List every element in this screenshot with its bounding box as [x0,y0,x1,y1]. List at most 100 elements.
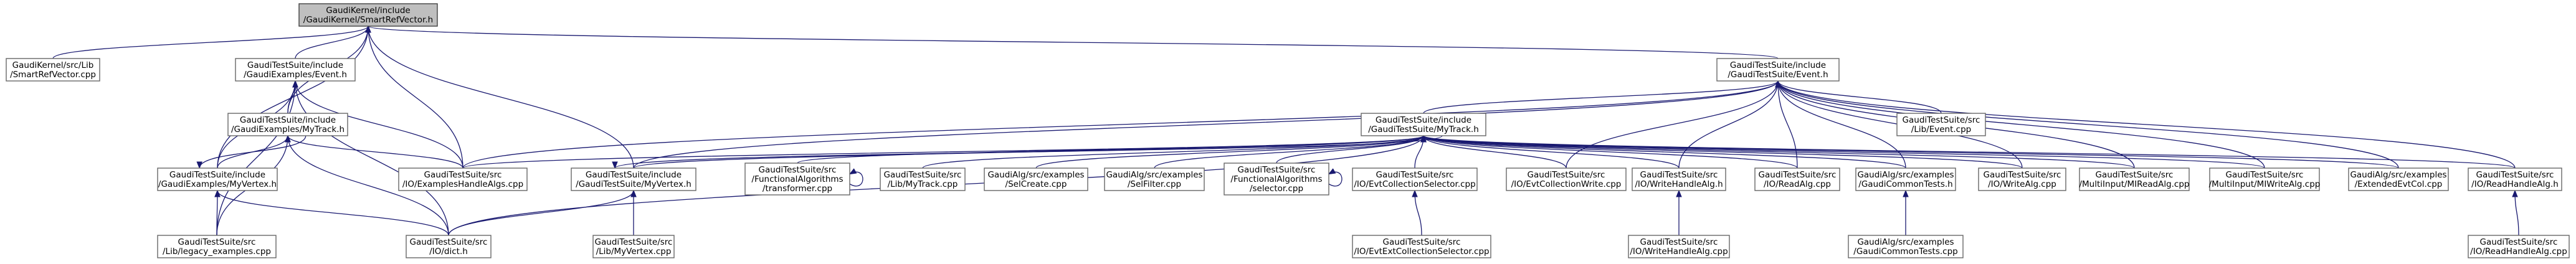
node-lib_mytrack[interactable]: GaudiTestSuite/src/Lib/MyTrack.cpp [880,167,966,191]
node-label-line: GaudiTestSuite/include [247,60,343,70]
node-label-line: GaudiTestSuite/src [1984,170,2061,180]
node-label-line: /selector.cpp [1250,184,1303,194]
node-label-line: /IO/ReadHandleAlg.h [2471,179,2559,189]
node-ts_myvertex_h[interactable]: GaudiTestSuite/include/GaudiTestSuite/My… [571,167,696,191]
node-writealg[interactable]: GaudiTestSuite/src/IO/WriteAlg.cpp [1978,167,2066,191]
node-miwritealg[interactable]: GaudiTestSuite/src/MultiInput/MIWriteAlg… [2209,167,2321,191]
node-label-line: /Lib/legacy_examples.cpp [163,247,271,257]
node-func_transformer[interactable]: GaudiTestSuite/src/FunctionalAlgorithms/… [744,163,850,196]
node-box [880,167,966,191]
node-label-line: GaudiTestSuite/src [2480,237,2558,247]
edge-smartref_h-to-ts_myvertex_h [368,26,634,169]
node-commontests_h[interactable]: GaudiAlg/src/examples/GaudiCommonTests.h [1855,167,1956,191]
node-box [235,58,356,82]
node-box [1361,113,1486,136]
edge-ex_event_h-to-ex_handle_algs [295,81,463,169]
node-label-line: /IO/ExamplesHandleAlgs.cpp [402,179,523,189]
edge-ts_mytrack_h-to-writehandle_h [1423,135,1680,169]
node-label-line: /IO/EvtExtCollectionSelector.cpp [1354,247,1489,257]
node-label-line: GaudiAlg/src/examples [987,170,1084,180]
edge-ex_event_h-to-iodict [295,81,449,236]
node-label-line: /SmartRefVector.cpp [10,70,96,80]
node-func_selector[interactable]: GaudiTestSuite/src/FunctionalAlgorithms/… [1224,163,1329,196]
node-box [592,235,675,258]
node-label-line: /IO/WriteAlg.cpp [1988,179,2056,189]
node-readhandle_cpp[interactable]: GaudiTestSuite/src/IO/ReadHandleAlg.cpp [2468,235,2570,258]
node-label-line: /transformer.cpp [763,184,832,194]
node-extevtcol[interactable]: GaudiAlg/src/examples/ExtendedEvtCol.cpp [2348,167,2449,191]
node-label-line: GaudiAlg/src/examples [1106,170,1202,180]
node-label-line: GaudiKernel/include [326,6,410,16]
node-label-line: /IO/WriteHandleAlg.cpp [1630,247,1728,257]
node-label-line: /GaudiKernel/SmartRefVector.h [303,15,433,25]
node-box [1352,167,1478,191]
edge-ex_myvertex_h-to-iodict [217,190,449,236]
node-box [1855,167,1956,191]
node-label-line: /SelFilter.cpp [1128,179,1181,189]
node-evtcolsel[interactable]: GaudiTestSuite/src/IO/EvtCollectionSelec… [1352,167,1478,191]
node-box [2209,167,2320,191]
node-label-line: GaudiTestSuite/src [1640,237,1718,247]
edge-ts_myvertex_h-to-iodict [448,190,634,236]
node-legacy_examples[interactable]: GaudiTestSuite/src/Lib/legacy_examples.c… [157,235,277,258]
node-ts_event_h[interactable]: GaudiTestSuite/include/GaudiTestSuite/Ev… [1716,58,1840,82]
node-box [298,3,438,27]
node-label-line: GaudiTestSuite/src [1383,237,1461,247]
node-ts_lib_event[interactable]: GaudiTestSuite/src/Lib/Event.cpp [1896,113,1986,136]
node-evtcolwrite[interactable]: GaudiTestSuite/src/IO/EvtCollectionWrite… [1506,167,1627,191]
node-ts_mytrack_h[interactable]: GaudiTestSuite/include/GaudiTestSuite/My… [1361,113,1486,136]
node-selfilter[interactable]: GaudiAlg/src/examples/SelFilter.cpp [1104,167,1205,191]
node-writehandle_h[interactable]: GaudiTestSuite/src/IO/WriteHandleAlg.h [1632,167,1726,191]
node-label-line: /IO/EvtCollectionWrite.cpp [1511,179,1622,189]
node-readalg[interactable]: GaudiTestSuite/src/IO/ReadAlg.cpp [1754,167,1840,191]
node-evtcolsel_extra[interactable]: GaudiTestSuite/src/IO/EvtExtCollectionSe… [1352,235,1491,258]
edge-ex_event_h-to-legacy_examples [216,81,295,236]
node-ex_myvertex_h[interactable]: GaudiTestSuite/include/GaudiExamples/MyV… [157,167,278,191]
edge-ex_mytrack_h-to-ex_handle_algs [288,135,463,169]
edge-ts_mytrack_h-to-writealg [1423,135,2023,169]
node-label-line: /GaudiCommonTests.h [1858,179,1952,189]
node-box [1352,235,1491,258]
edges-layer [52,26,2519,236]
node-box [2468,167,2562,191]
node-label-line: GaudiTestSuite/src [424,170,502,180]
node-box [1506,167,1627,191]
edge-ex_mytrack_h-to-iodict [288,136,449,236]
edge-ts_mytrack_h-to-readalg [1423,135,1798,169]
node-label-line: /Lib/MyVertex.cpp [596,247,672,257]
node-readhandle_h[interactable]: GaudiTestSuite/src/IO/ReadHandleAlg.h [2468,167,2562,191]
node-writehandle_cpp[interactable]: GaudiTestSuite/src/IO/WriteHandleAlg.cpp [1628,235,1730,258]
node-box [2348,167,2449,191]
node-label-line: GaudiAlg/src/examples [1857,170,1954,180]
edge-ts_mytrack_h-to-extevtcol [1423,135,2399,169]
node-lib_myvertex[interactable]: GaudiTestSuite/src/Lib/MyVertex.cpp [592,235,675,258]
node-label-line: GaudiTestSuite/src [1238,165,1316,175]
edge-ts_mytrack_h-to-func_transformer [797,135,1423,164]
node-selcreate[interactable]: GaudiAlg/src/examples/SelCreate.cpp [984,167,1088,191]
edge-ts_mytrack_h-to-evtcolwrite [1423,135,1567,169]
node-commontests_cpp[interactable]: GaudiAlg/src/examples/GaudiCommonTests.c… [1848,235,1964,258]
node-label-line: /SelCreate.cpp [1005,179,1067,189]
edge-ts_mytrack_h-to-readhandle_h [1423,135,2516,169]
node-box [227,113,348,136]
node-label-line: /FunctionalAlgorithms [1230,174,1322,184]
node-iodict[interactable]: GaudiTestSuite/src/IO/dict.h [406,235,492,258]
node-ex_event_h[interactable]: GaudiTestSuite/include/GaudiExamples/Eve… [235,58,356,82]
node-box [2079,167,2190,191]
edge-ex_myvertex_h-to-ex_mytrack_h [199,135,307,169]
node-label-line: /ExtendedEvtCol.cpp [2355,179,2443,189]
node-label-line: /GaudiTestSuite/Event.h [1728,70,1828,80]
node-box [1978,167,2066,191]
node-mirreadalg[interactable]: GaudiTestSuite/src/MultiInput/MIReadAlg.… [2079,167,2190,191]
nodes-layer: GaudiKernel/include/GaudiKernel/SmartRef… [6,3,2570,258]
node-ex_mytrack_h[interactable]: GaudiTestSuite/include/GaudiExamples/MyT… [227,113,348,136]
node-box [2468,235,2570,258]
node-label-line: GaudiTestSuite/src [1759,170,1837,180]
edge-ts_event_h-to-ts_mytrack_h [1423,80,1778,114]
node-smartref_cpp[interactable]: GaudiKernel/src/Lib/SmartRefVector.cpp [6,58,100,82]
node-label-line: GaudiTestSuite/src [410,237,488,247]
edge-ts_mytrack_h-to-commontests_h [1423,135,1906,169]
node-label-line: /GaudiExamples/Event.h [244,70,347,80]
edge-readhandle_h-to-readhandle_cpp [2515,191,2519,236]
node-ex_handle_algs[interactable]: GaudiTestSuite/src/IO/ExamplesHandleAlgs… [398,167,528,191]
